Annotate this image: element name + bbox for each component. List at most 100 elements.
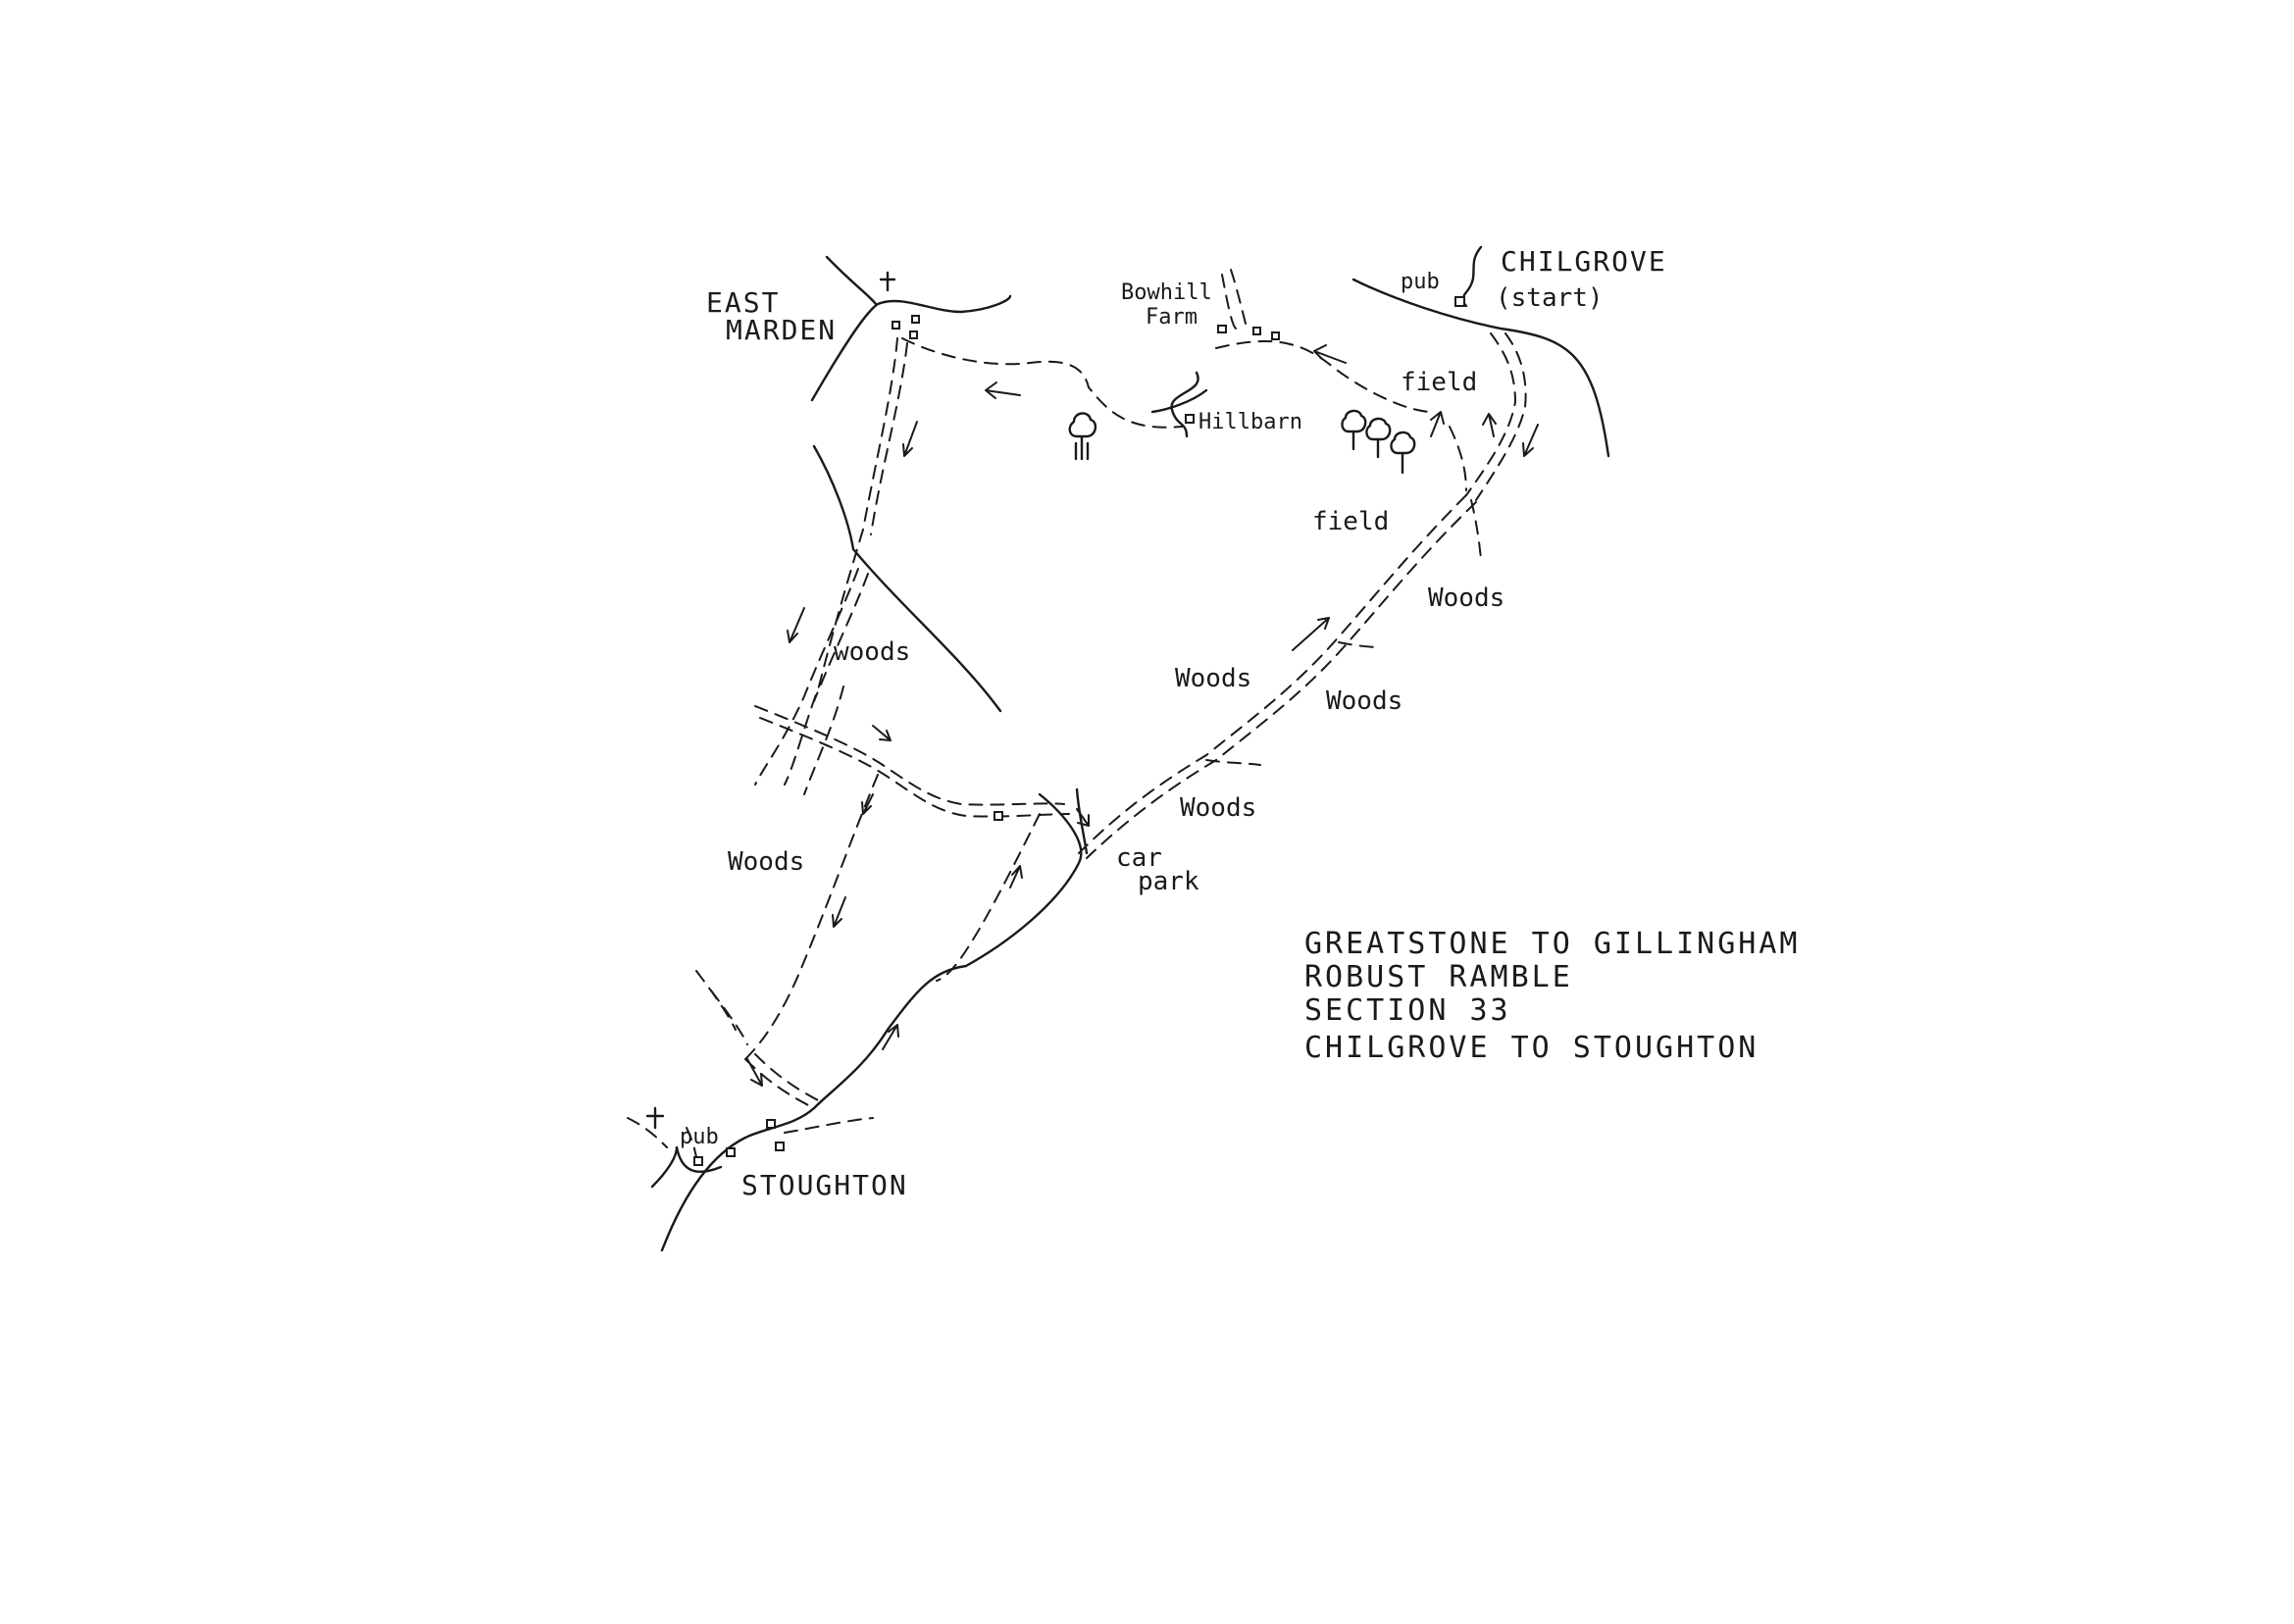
label-hillbarn: Hillbarn — [1198, 410, 1302, 434]
path-woods-south — [744, 774, 879, 1060]
building-icon — [892, 321, 900, 330]
label-woods-2: Woods — [1428, 584, 1504, 613]
road-chilgrove-spur — [1461, 245, 1483, 308]
path-bowhill-lane-2 — [1230, 269, 1247, 325]
building-icon — [766, 1119, 776, 1129]
church-cross-icon — [645, 1106, 665, 1130]
path-crosspath-b — [759, 717, 1070, 818]
path-chilgrove-south-b — [1475, 332, 1527, 501]
title-block: GREATSTONE TO GILLINGHAM ROBUST RAMBLE S… — [1304, 927, 1800, 1065]
direction-arrow-icon — [872, 725, 892, 741]
path-bowhill-lane — [1220, 269, 1237, 330]
label-chilgrove-start: (start) — [1496, 283, 1604, 313]
path-crosspath-a — [754, 705, 1065, 806]
road-hillbarn-b — [1170, 371, 1199, 438]
path-car-park-south — [936, 813, 1041, 982]
path-woods-east-stub-2 — [1205, 759, 1261, 766]
direction-arrow-icon — [746, 1058, 763, 1087]
path-stoughton-west — [627, 1117, 668, 1148]
path-east-marden-hillbarn — [901, 337, 1183, 429]
direction-arrow-icon — [1009, 865, 1023, 888]
direction-arrow-icon — [1076, 808, 1090, 827]
building-icon — [775, 1142, 785, 1151]
building-icon — [693, 1156, 703, 1166]
building-icon — [1217, 325, 1227, 333]
road-east-marden-west — [825, 255, 878, 306]
path-cross-vertical — [803, 685, 844, 795]
building-icon — [1252, 327, 1261, 335]
path-woods-east-stub — [1338, 641, 1382, 648]
road-east-marden-arc — [810, 294, 1012, 402]
path-east-vertical — [1470, 499, 1482, 560]
direction-arrow-icon — [1313, 344, 1347, 364]
road-chilgrove-main — [1351, 278, 1610, 458]
label-bowhill-1: Bowhill — [1121, 280, 1212, 305]
label-field-2: field — [1312, 507, 1389, 536]
title-line-3: SECTION 33 — [1304, 993, 1511, 1028]
label-bowhill-2: Farm — [1146, 305, 1198, 330]
label-chilgrove: CHILGROVE — [1501, 245, 1667, 278]
footpaths — [627, 269, 1527, 1158]
direction-arrow-icon — [832, 896, 846, 928]
label-car-park-1: car — [1116, 843, 1162, 873]
label-car-park-2: park — [1138, 867, 1199, 896]
road-stoughton-west — [650, 1145, 723, 1189]
path-marden-south-b — [870, 342, 908, 535]
label-woods-1: woods — [834, 637, 910, 667]
building-icon — [994, 811, 1003, 821]
path-stoughton-west-2 — [686, 1127, 697, 1158]
path-stoughton-approach — [744, 1058, 815, 1109]
path-stoughton-east — [784, 1117, 874, 1134]
label-woods-4: Woods — [1326, 686, 1402, 716]
tree-icon — [1390, 431, 1416, 475]
label-east-marden-1: EAST — [706, 286, 780, 319]
church-cross-icon — [879, 271, 896, 292]
direction-arrow-icon — [1430, 411, 1445, 437]
label-woods-6: Woods — [728, 847, 804, 877]
path-woods-west-b — [813, 573, 869, 702]
label-woods-5: Woods — [1180, 793, 1256, 823]
direction-arrow-icon — [902, 421, 918, 457]
path-woods-east-b — [1086, 501, 1477, 859]
label-pub-stoughton: pub — [680, 1125, 719, 1149]
path-marden-south — [784, 337, 898, 786]
road-western — [812, 444, 1002, 713]
building-icon — [911, 315, 920, 324]
building-icon — [1185, 414, 1195, 424]
roads — [650, 245, 1610, 1252]
building-icon — [726, 1147, 736, 1157]
path-field-cross — [1449, 426, 1467, 491]
direction-arrow-icon — [882, 1024, 899, 1050]
direction-arrow-icon — [985, 381, 1021, 399]
building-icon — [909, 330, 918, 339]
label-pub-chilgrove: pub — [1401, 270, 1440, 294]
building-icon — [1454, 296, 1465, 307]
title-line-2: ROBUST RAMBLE — [1304, 960, 1573, 994]
title-line-4: CHILGROVE TO STOUGHTON — [1304, 1031, 1759, 1065]
path-hillbarn-chilgrove — [1215, 339, 1433, 413]
direction-arrows — [746, 344, 1539, 1087]
road-car-park — [660, 792, 1083, 1252]
buildings — [693, 296, 1465, 1166]
path-woods-south-stub — [695, 970, 737, 1031]
direction-arrow-icon — [1482, 413, 1497, 437]
direction-arrow-icon — [787, 607, 805, 643]
path-woods-south-stub-2 — [710, 990, 748, 1045]
direction-arrow-icon — [1292, 617, 1330, 651]
direction-arrow-icon — [1522, 424, 1539, 457]
title-line-1: GREATSTONE TO GILLINGHAM — [1304, 927, 1800, 961]
path-stoughton-approach-b — [754, 1053, 825, 1104]
tree-icon — [1365, 417, 1392, 459]
direction-arrow-icon — [861, 793, 874, 815]
tree-icon — [1341, 409, 1367, 451]
road-hillbarn-a — [1150, 388, 1208, 414]
building-icon — [1271, 331, 1280, 340]
label-east-marden-2: MARDEN — [726, 314, 837, 346]
path-woods-west-a — [754, 568, 859, 786]
label-stoughton: STOUGHTON — [741, 1169, 908, 1201]
label-field-1: field — [1401, 368, 1477, 397]
label-woods-3: Woods — [1175, 664, 1251, 693]
path-chilgrove-south-a — [1465, 332, 1517, 496]
path-woods-east-a — [1078, 494, 1467, 854]
